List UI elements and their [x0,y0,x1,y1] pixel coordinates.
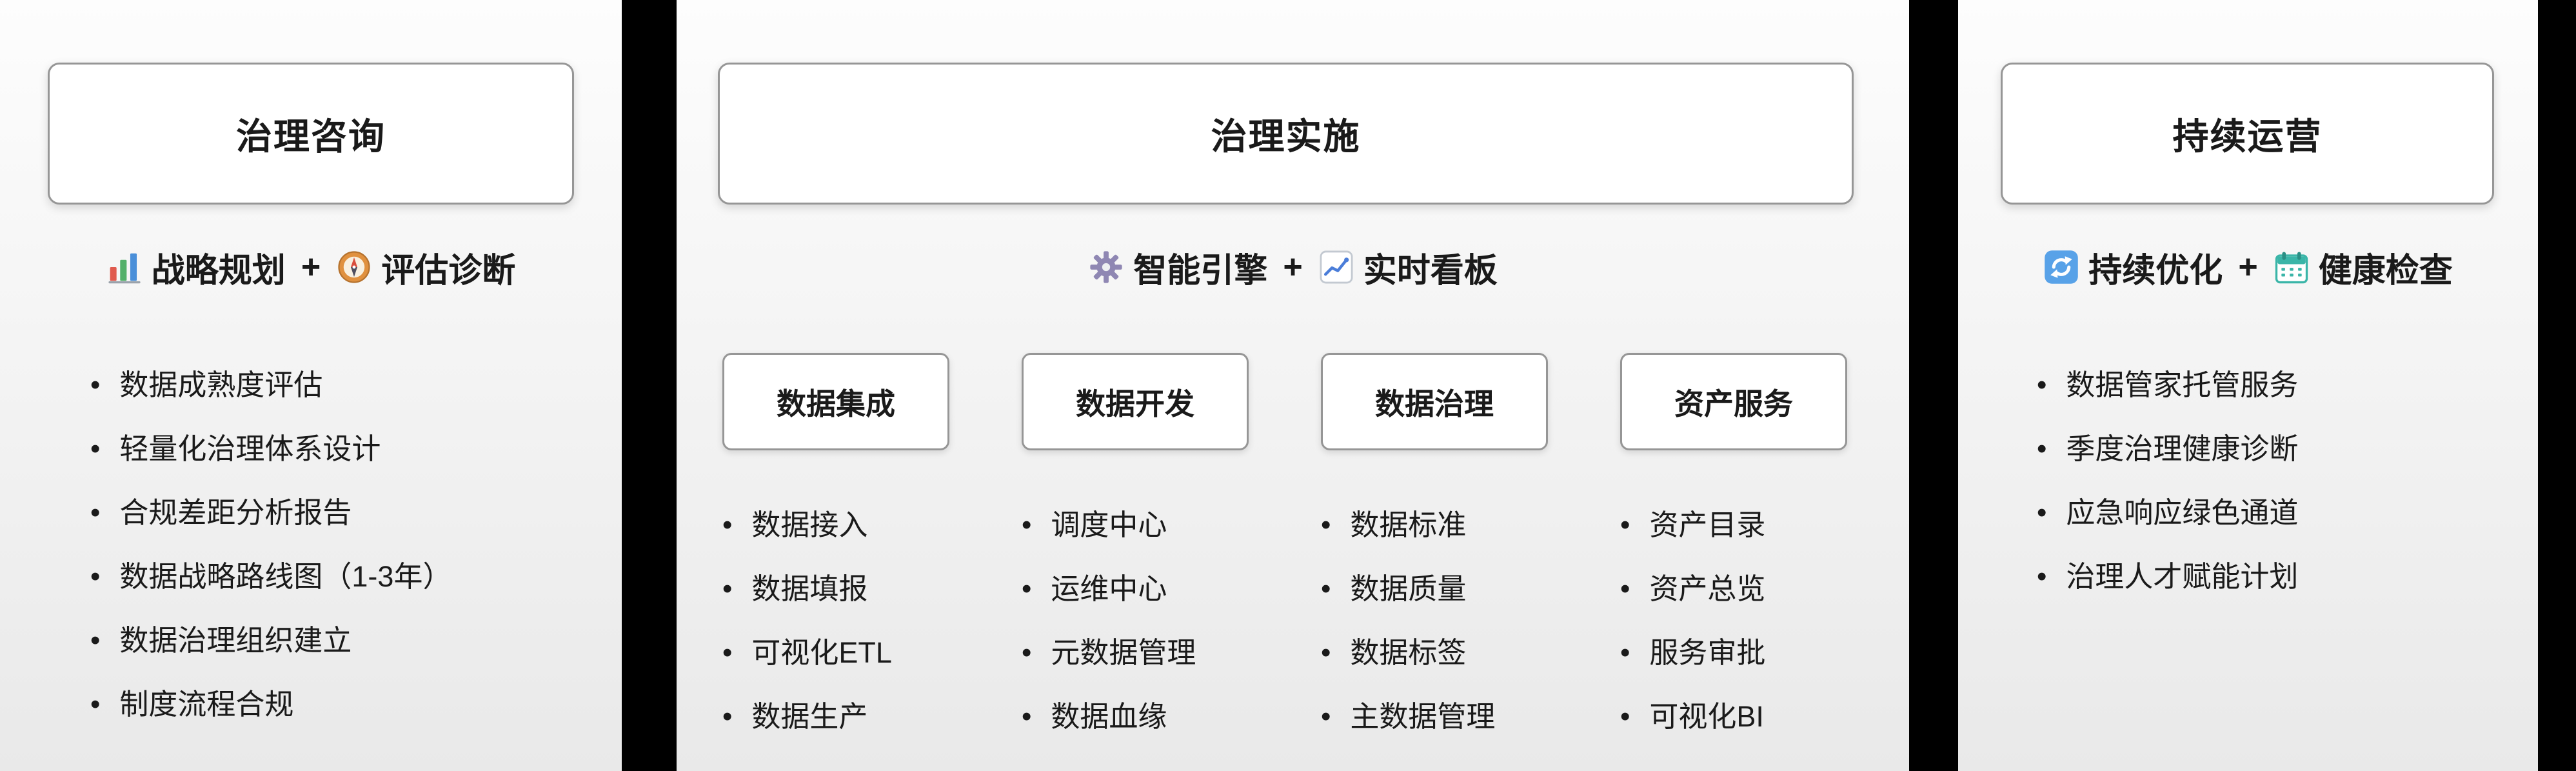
operation-title-box: 持续运营 [2001,63,2494,205]
column-asset-services: 资产服务 资产目录 资产总览 服务审批 可视化BI [1620,353,1847,748]
operation-subtitle-part2: 健康检查 [2318,252,2453,290]
panel-governance-consulting: 治理咨询 战略规划 + 评估诊断 数据成熟度评估 轻量化治理体系设计 [0,0,622,771]
consulting-subtitle-part2: 评估诊断 [381,252,516,290]
implementation-columns: 数据集成 数据接入 数据填报 可视化ETL 数据生产 数据开发 调度中心 运维中… [677,353,1909,748]
operation-subtitle-part1: 持续优化 [2088,252,2223,290]
consulting-subtitle: 战略规划 + 评估诊断 [0,246,622,290]
list-item: 数据管家托管服务 [2037,353,2538,417]
list-item: 数据生产 [722,685,949,748]
list-item: 数据战略路线图（1-3年） [90,545,622,608]
implementation-subtitle-part1: 智能引擎 [1133,252,1268,290]
column-header-box: 资产服务 [1620,353,1847,450]
list-item: 合规差距分析报告 [90,481,622,545]
column-header: 数据开发 [1076,386,1194,421]
implementation-subtitle-part2: 实时看板 [1363,252,1498,290]
column-list: 数据标准 数据质量 数据标签 主数据管理 [1321,493,1548,748]
list-item: 可视化BI [1620,685,1847,748]
list-item: 运维中心 [1022,557,1249,621]
column-header-box: 数据治理 [1321,353,1548,450]
consulting-list: 数据成熟度评估 轻量化治理体系设计 合规差距分析报告 数据战略路线图（1-3年）… [0,353,622,736]
operation-subtitle-plus: + [2238,248,2258,286]
column-data-development: 数据开发 调度中心 运维中心 元数据管理 数据血缘 [1022,353,1249,748]
list-item: 轻量化治理体系设计 [90,417,622,481]
list-item: 季度治理健康诊断 [2037,417,2538,481]
list-item: 数据标签 [1321,621,1548,685]
operation-title: 持续运营 [2172,115,2323,157]
panel-continuous-operation: 持续运营 持续优化 + [1958,0,2538,771]
list-item: 数据标准 [1321,493,1548,557]
line-chart-icon [1318,249,1354,285]
column-header: 资产服务 [1674,386,1793,421]
list-item: 制度流程合规 [90,672,622,736]
column-list: 调度中心 运维中心 元数据管理 数据血缘 [1022,493,1249,748]
gear-icon [1088,249,1124,285]
column-header: 数据治理 [1375,386,1494,421]
list-item: 数据接入 [722,493,949,557]
list-item: 治理人才赋能计划 [2037,545,2538,608]
consulting-title: 治理咨询 [236,115,386,157]
list-item: 主数据管理 [1321,685,1548,748]
compass-icon [336,249,372,285]
list-item: 元数据管理 [1022,621,1249,685]
consulting-subtitle-part1: 战略规划 [151,252,286,290]
implementation-title-box: 治理实施 [718,63,1854,205]
bar-chart-icon [106,249,143,285]
consulting-subtitle-plus: + [301,248,321,286]
consulting-title-box: 治理咨询 [48,63,574,205]
column-list: 资产目录 资产总览 服务审批 可视化BI [1620,493,1847,748]
implementation-subtitle-plus: + [1283,248,1303,286]
column-data-governance: 数据治理 数据标准 数据质量 数据标签 主数据管理 [1321,353,1548,748]
list-item: 数据填报 [722,557,949,621]
list-item: 资产目录 [1620,493,1847,557]
list-item: 调度中心 [1022,493,1249,557]
list-item: 服务审批 [1620,621,1847,685]
list-item: 数据成熟度评估 [90,353,622,417]
list-item: 数据血缘 [1022,685,1249,748]
operation-subtitle: 持续优化 + 健康检查 [1958,246,2538,290]
implementation-title: 治理实施 [1211,115,1361,157]
list-item: 数据质量 [1321,557,1548,621]
refresh-icon [2043,249,2079,285]
list-item: 应急响应绿色通道 [2037,481,2538,545]
list-item: 数据治理组织建立 [90,608,622,672]
operation-list: 数据管家托管服务 季度治理健康诊断 应急响应绿色通道 治理人才赋能计划 [1958,353,2538,608]
list-item: 资产总览 [1620,557,1847,621]
column-header-box: 数据集成 [722,353,949,450]
column-data-integration: 数据集成 数据接入 数据填报 可视化ETL 数据生产 [722,353,949,748]
panel-governance-implementation: 治理实施 智能引擎 + [677,0,1909,771]
column-header-box: 数据开发 [1022,353,1249,450]
implementation-subtitle: 智能引擎 + 实时看板 [677,246,1909,290]
column-list: 数据接入 数据填报 可视化ETL 数据生产 [722,493,949,748]
list-item: 可视化ETL [722,621,949,685]
column-header: 数据集成 [777,386,895,421]
calendar-icon [2274,249,2310,285]
